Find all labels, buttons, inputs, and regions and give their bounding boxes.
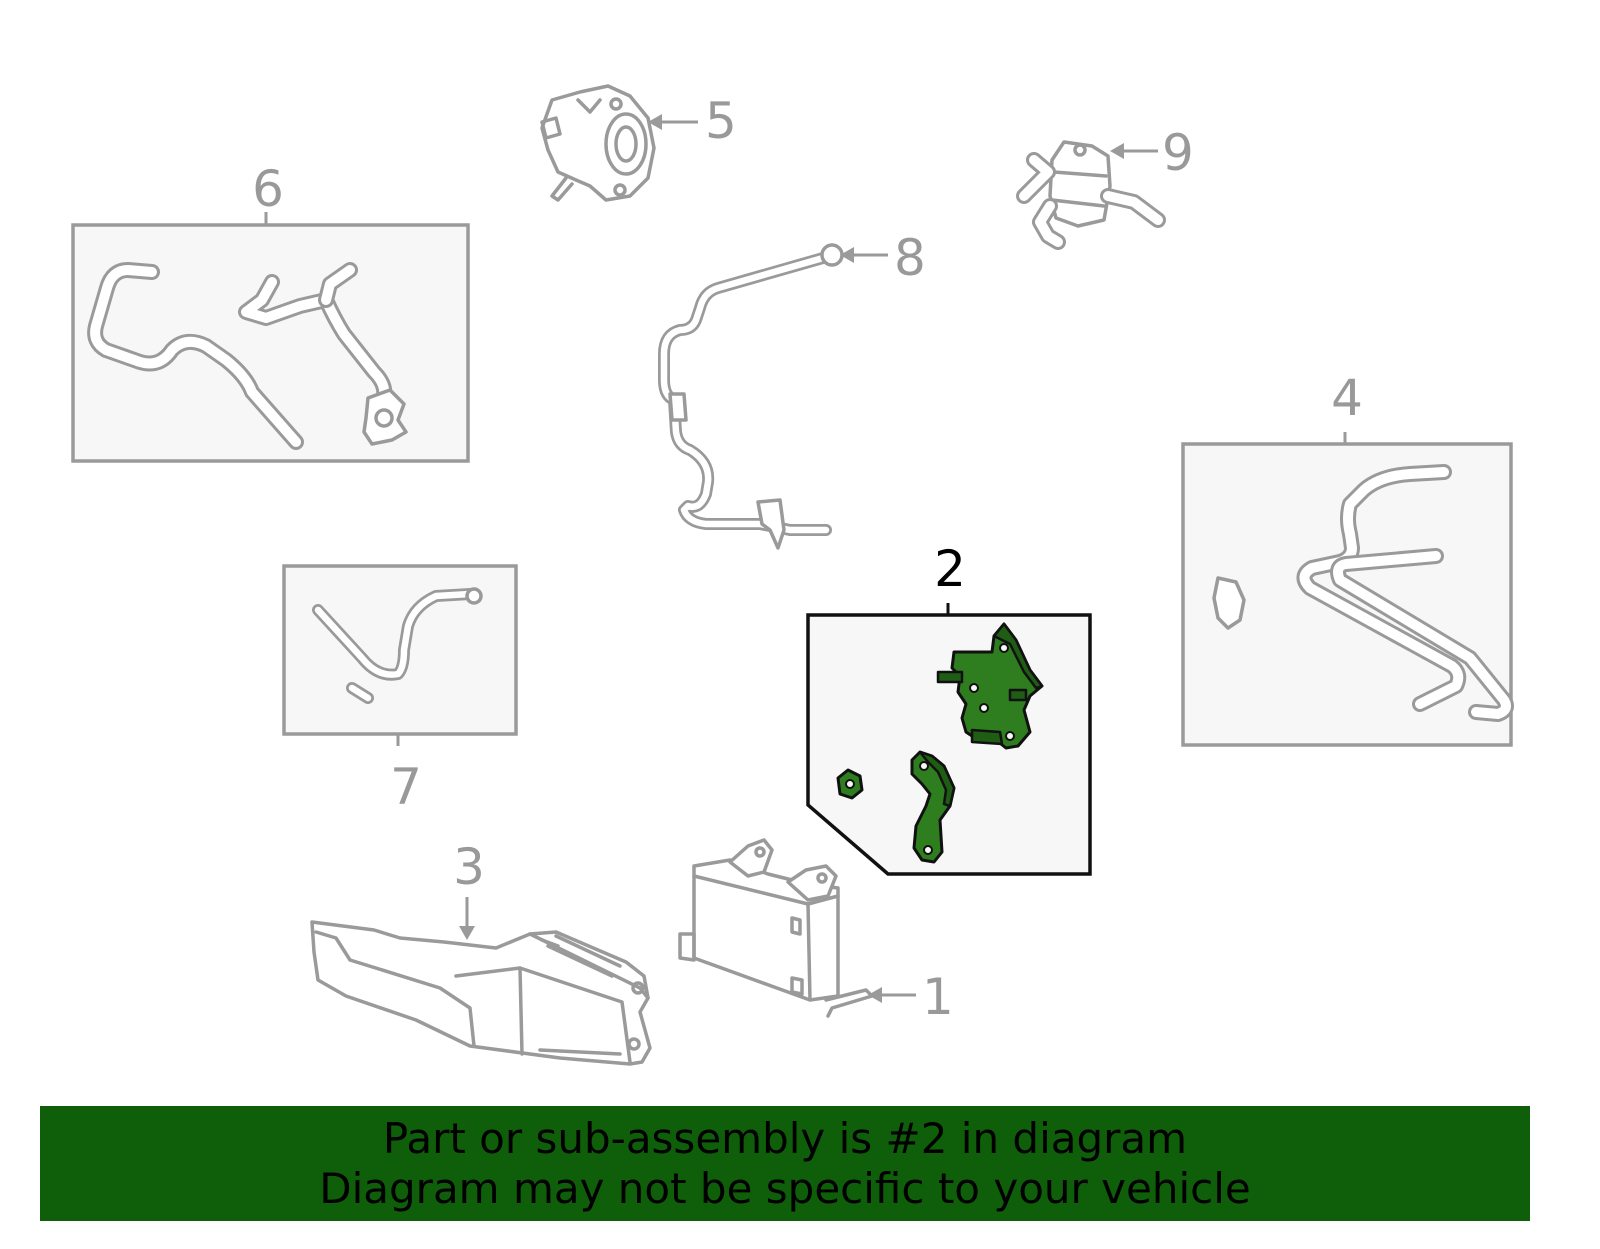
callout-5[interactable]: 5 [705,92,737,150]
callout-2[interactable]: 2 [934,540,966,598]
part-8-group[interactable]: 8 [658,229,926,550]
part-3-group[interactable]: 3 [310,838,652,1066]
part-2-box[interactable] [806,613,1092,876]
info-banner: Part or sub-assembly is #2 in diagram Di… [40,1106,1530,1221]
banner-line-1: Part or sub-assembly is #2 in diagram [382,1114,1188,1163]
part-3-duct [310,920,652,1066]
part-4-group[interactable]: 4 [1181,369,1514,747]
part-9-group[interactable]: 9 [1016,124,1194,250]
callout-6[interactable]: 6 [252,160,284,218]
callout-4[interactable]: 4 [1331,369,1363,427]
part-6-flange [362,388,408,446]
part-4-flange [1212,576,1246,630]
callout-7[interactable]: 7 [390,758,422,816]
callout-9[interactable]: 9 [1162,124,1194,182]
part-6-box[interactable] [71,223,470,463]
part-5-group[interactable]: 5 [540,84,737,202]
callout-8[interactable]: 8 [894,229,926,287]
callout-1[interactable]: 1 [922,968,954,1026]
part-1-group[interactable]: 1 [678,838,954,1026]
part-6-group[interactable]: 6 [71,160,470,463]
banner-line-2: Diagram may not be specific to your vehi… [319,1164,1251,1213]
part-2-group[interactable]: 2 [806,540,1092,876]
callout-3[interactable]: 3 [453,838,485,896]
part-7-group[interactable]: 7 [282,564,518,816]
part-8-pipe [658,250,836,536]
